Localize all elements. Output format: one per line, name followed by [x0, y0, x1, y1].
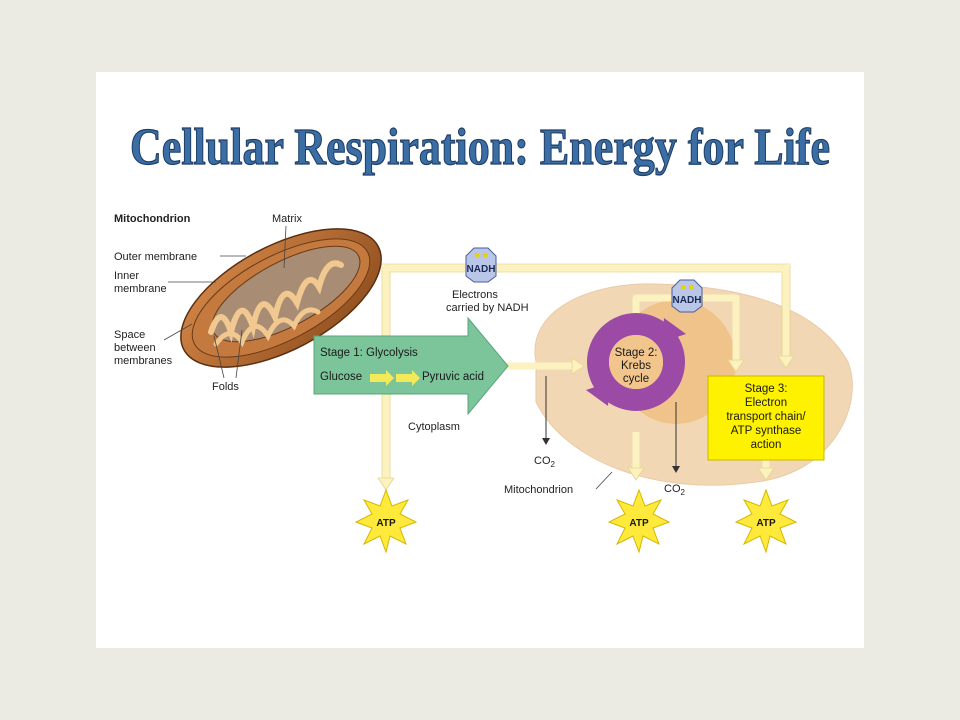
slide: Cellular Respiration: Energy for Life Mi…	[96, 72, 864, 648]
stage3-line3: transport chain/	[726, 411, 806, 423]
svg-text:NADH: NADH	[467, 264, 496, 275]
folds-label: Folds	[212, 381, 239, 393]
atp-star-1: ATP	[354, 488, 418, 554]
co2-right-label: CO2	[664, 483, 686, 497]
respiration-diagram: Cellular Respiration: Energy for Life Mi…	[114, 118, 853, 554]
space-label-3: membranes	[114, 355, 173, 367]
svg-text:ATP: ATP	[756, 518, 776, 529]
svg-text:ATP: ATP	[376, 518, 396, 529]
stage1-title: Stage 1: Glycolysis	[320, 347, 418, 359]
mitochondrion-heading: Mitochondrion	[114, 213, 191, 225]
stage3-box	[707, 375, 825, 461]
inner-membrane-label-1: Inner	[114, 270, 139, 282]
outer-membrane-label: Outer membrane	[114, 251, 197, 263]
inner-membrane-label-2: membrane	[114, 283, 167, 295]
stage3-line5: action	[751, 439, 782, 451]
svg-text:NADH: NADH	[673, 295, 702, 306]
cytoplasm-label: Cytoplasm	[408, 421, 460, 433]
nadh-badge-mid: NADH	[671, 279, 703, 313]
stage2-line1: Stage 2:	[615, 347, 658, 359]
stage3-line1: Stage 3:	[745, 383, 788, 395]
stage1-glycolysis-arrow	[313, 316, 509, 416]
electrons-label-1: Electrons	[452, 289, 498, 301]
space-label-1: Space	[114, 329, 145, 341]
mitochondrion-label: Mitochondrion	[504, 484, 573, 496]
pyruvic-acid-label: Pyruvic acid	[422, 371, 484, 383]
svg-text:ATP: ATP	[629, 518, 649, 529]
matrix-label: Matrix	[272, 213, 302, 225]
stage2-line3: cycle	[623, 373, 649, 385]
stage3-line4: ATP synthase	[731, 425, 802, 437]
krebs-cycle	[586, 313, 686, 411]
stage3-line2: Electron	[745, 397, 787, 409]
nadh-badge-top: NADH	[465, 247, 497, 283]
atp-star-3: ATP	[734, 488, 798, 554]
mitochondrion-illustration	[180, 228, 382, 368]
co2-left-label: CO2	[534, 455, 556, 469]
stage2-line2: Krebs	[621, 360, 651, 372]
atp-star-2: ATP	[607, 488, 671, 554]
glucose-label: Glucose	[320, 371, 362, 383]
space-label-2: between	[114, 342, 156, 354]
slide-title: Cellular Respiration: Energy for Life	[130, 119, 830, 176]
electrons-label-2: carried by NADH	[446, 302, 529, 314]
